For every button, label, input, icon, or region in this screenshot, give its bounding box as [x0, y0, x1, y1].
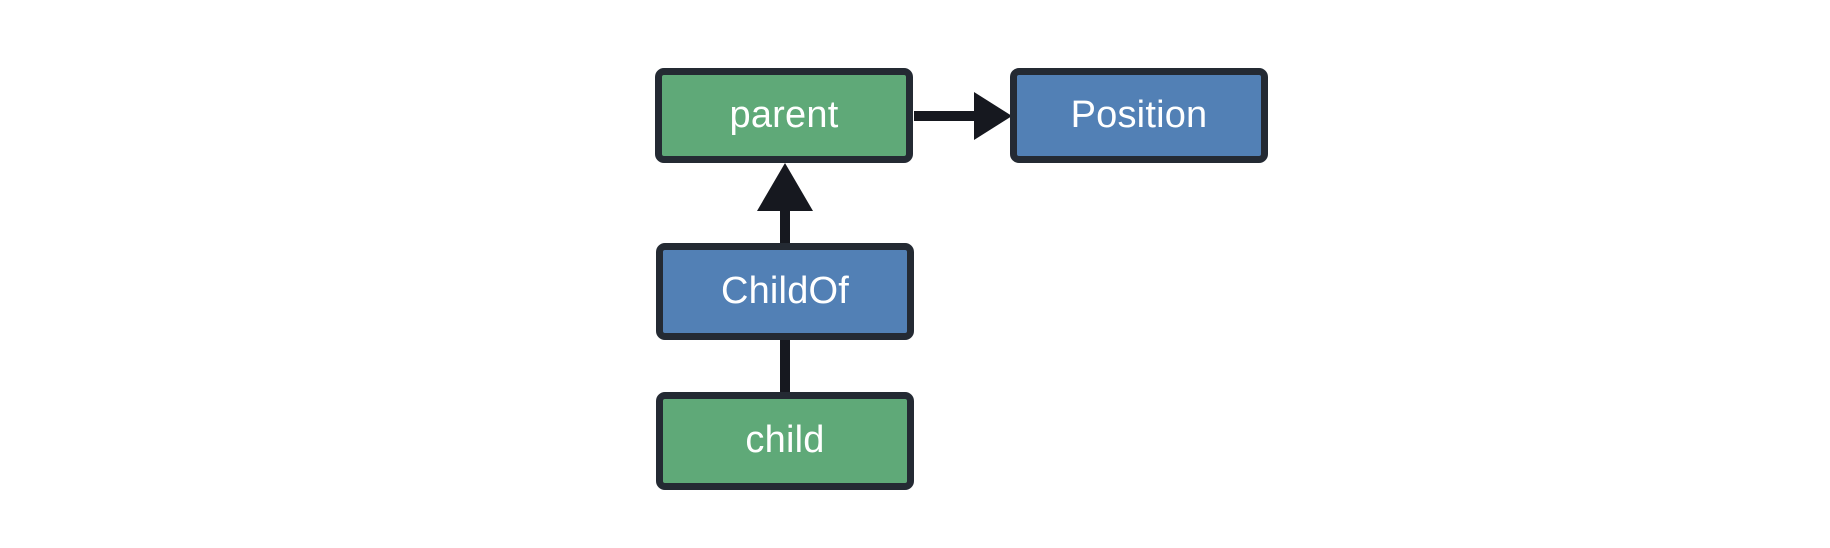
- node-childof[interactable]: ChildOf: [656, 243, 914, 340]
- edge-parent-to-position: [914, 92, 1012, 140]
- edge-parent-to-position-arrowhead: [974, 92, 1012, 140]
- node-child[interactable]: child: [656, 392, 914, 490]
- node-position[interactable]: Position: [1010, 68, 1268, 163]
- edge-childof-to-parent-arrowhead: [757, 163, 813, 211]
- node-childof-label: ChildOf: [720, 269, 850, 312]
- edge-childof-to-parent: [757, 163, 813, 245]
- node-child-label: child: [745, 419, 825, 461]
- node-parent-label: parent: [729, 93, 839, 136]
- node-parent[interactable]: parent: [655, 68, 913, 163]
- node-position-label: Position: [1070, 93, 1208, 136]
